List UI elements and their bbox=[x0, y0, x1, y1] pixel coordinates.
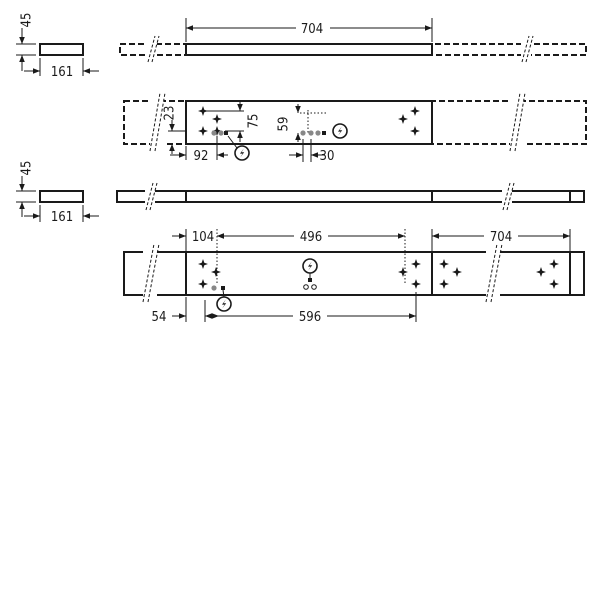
bottom-side-view-outline bbox=[116, 190, 585, 203]
bottom-section-height-label: 45 bbox=[20, 161, 35, 176]
power-connection-icon bbox=[216, 296, 232, 312]
bottom-lower-span-label: 596 bbox=[299, 310, 321, 325]
bottom-side-view bbox=[116, 182, 585, 211]
bottom-cross-section: 45 161 bbox=[16, 161, 99, 225]
bottom-section-width-label: 161 bbox=[51, 210, 73, 225]
top-section-profile bbox=[39, 43, 84, 56]
top-section-height-label: 45 bbox=[20, 13, 35, 28]
bottom-left-offset-label: 104 bbox=[192, 230, 214, 245]
top-inner-horizontal-label: 30 bbox=[320, 149, 335, 164]
top-side-view: 704 bbox=[119, 18, 587, 63]
top-luminaire-body bbox=[185, 43, 433, 56]
top-hole-offset-horizontal-label: 92 bbox=[194, 149, 209, 164]
bottom-plan-view-outline bbox=[123, 251, 585, 296]
bottom-section-profile bbox=[39, 190, 84, 203]
power-connection-icon bbox=[302, 258, 318, 274]
top-side-view-outline bbox=[119, 43, 587, 56]
top-luminaire-plan bbox=[185, 100, 433, 145]
top-length-label: 704 bbox=[301, 22, 323, 37]
top-hole-spacing-vertical-label: 75 bbox=[247, 114, 262, 129]
top-plan-view: 75 23 92 59 30 bbox=[123, 92, 587, 164]
bottom-plan-view: 104 496 704 54 596 bbox=[123, 229, 585, 325]
bottom-right-length-label: 704 bbox=[490, 230, 512, 245]
bottom-center-span-label: 496 bbox=[300, 230, 322, 245]
top-inner-vertical-label: 59 bbox=[277, 117, 292, 132]
top-cross-section: 45 161 bbox=[16, 13, 99, 80]
bottom-lower-offset-label: 54 bbox=[152, 310, 167, 325]
top-hole-offset-vertical-label: 23 bbox=[163, 106, 178, 121]
power-connection-icon bbox=[332, 123, 348, 139]
power-connection-icon bbox=[234, 145, 250, 161]
top-section-width-label: 161 bbox=[51, 65, 73, 80]
